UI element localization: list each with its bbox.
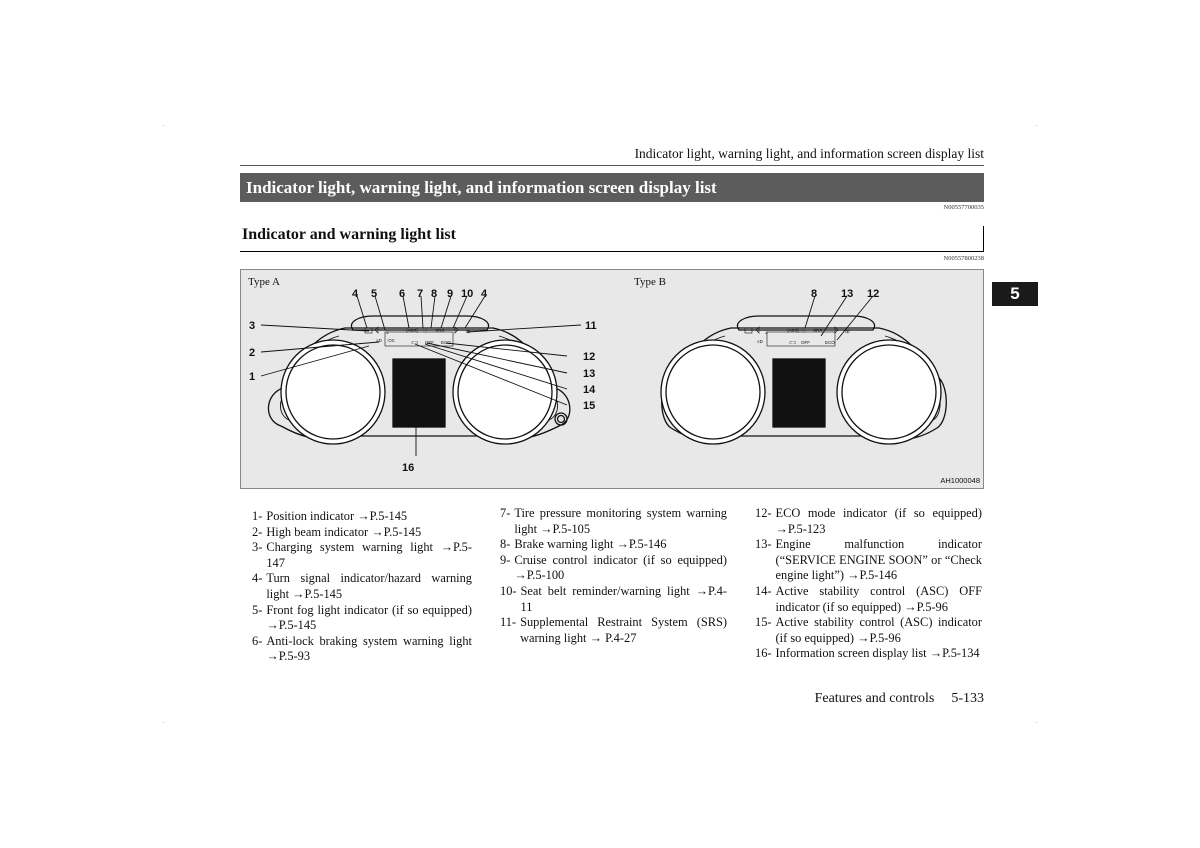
legend-item: 9-Cruise control indicator (if so equipp… <box>500 552 727 583</box>
callout-15: 15 <box>583 400 595 412</box>
tpms-icon: ⓘ <box>801 327 806 334</box>
legend-item: 1-Position indicator →P.5-145 <box>252 509 408 523</box>
engine-check-icon: ⊂⊃ <box>789 340 797 345</box>
turn-left-icon <box>374 326 379 334</box>
type-a-cluster <box>267 315 571 445</box>
callout-3: 3 <box>249 320 255 332</box>
type-b-label: Type B <box>634 276 666 288</box>
callout-9: 9 <box>447 288 453 300</box>
srs-icon: SRS <box>813 328 822 333</box>
srs-icon: SRS <box>435 328 444 333</box>
legend-item: 14-Active stability control (ASC) OFF in… <box>755 583 982 614</box>
legend-item: 2-High beam indicator →P.5-145 <box>252 524 422 539</box>
callout-2: 2 <box>249 347 255 359</box>
callout-7: 7 <box>417 288 423 300</box>
legend-item: 15-Active stability control (ASC) indica… <box>755 615 982 645</box>
running-header: Indicator light, warning light, and info… <box>634 146 984 161</box>
callout-13: 13 <box>841 288 853 300</box>
page-footer: Features and controls 5-133 <box>815 691 984 707</box>
callout-1: 1 <box>249 371 255 383</box>
page-number: 5-133 <box>951 691 984 706</box>
turn-right-icon <box>834 326 839 334</box>
type-a-callouts: 4 5 6 7 8 9 10 4 3 2 1 11 12 13 14 15 16 <box>249 288 597 474</box>
callout-8: 8 <box>811 288 817 300</box>
section-title: Indicator light, warning light, and info… <box>240 173 984 202</box>
turn-right-icon <box>454 326 459 334</box>
legend-item: 8-Brake warning light →P.5-146 <box>500 537 667 552</box>
chapter-tab: 5 <box>992 282 1038 306</box>
eco-icon: ECO <box>441 340 451 345</box>
callout-6: 6 <box>399 288 405 300</box>
callout-10: 10 <box>461 288 473 300</box>
fog-light-icon: ꗸ <box>386 329 389 334</box>
legend-item: 10-Seat belt reminder/warning light →P.4… <box>500 583 727 614</box>
high-beam-icon: ≡D <box>757 339 764 344</box>
footer-section-name: Features and controls <box>814 691 935 706</box>
fog-light-icon: ꗸ <box>765 329 768 334</box>
legend-item: 6-Anti-lock braking system warning light… <box>252 633 472 664</box>
callout-4b: 4 <box>481 288 488 300</box>
legend-column-3: 12-ECO mode indicator (if so equipped) →… <box>755 506 982 662</box>
callout-11: 11 <box>585 320 597 332</box>
legend-item: 4-Turn signal indicator/hazard warning l… <box>252 571 472 601</box>
subsection-title: Indicator and warning light list <box>240 226 984 252</box>
eco-icon: ECO <box>825 340 835 345</box>
position-icon: :OC <box>387 338 396 343</box>
callout-12: 12 <box>583 351 595 363</box>
legend-item: 11-Supplemental Restraint System (SRS) w… <box>500 615 727 645</box>
asc-off-icon: OFF <box>801 340 810 345</box>
callout-4: 4 <box>352 288 359 300</box>
type-b-indicators: ꗸ (ABS) ⓘ SRS ꝏ ≡D ⊂⊃ OFF ECO <box>744 326 850 345</box>
legend-item: 12-ECO mode indicator (if so equipped) →… <box>755 506 982 536</box>
battery-icon <box>744 327 753 334</box>
legend-column-2: 7-Tire pressure monitoring system warnin… <box>500 506 727 646</box>
tpms-icon: ⓘ <box>423 327 428 334</box>
type-a-leader-lines <box>260 295 582 456</box>
high-beam-icon: ≡D <box>376 338 383 343</box>
seatbelt-icon: ꝏ <box>845 329 850 334</box>
type-b-leader-lines <box>804 295 874 341</box>
subsection-code: N00557800238 <box>943 255 984 262</box>
abs-icon: (ABS) <box>787 328 800 333</box>
turn-left-icon <box>755 326 760 334</box>
type-b-cluster <box>660 315 947 445</box>
asc-off-icon: OFF <box>425 340 434 345</box>
callout-5: 5 <box>371 288 377 300</box>
callout-13: 13 <box>583 368 595 380</box>
abs-icon: (ABS) <box>406 328 419 333</box>
cluster-diagram: ꗸ (ABS) ⓘ SRS ꝏ ≡D :OC ⊂⊃ OFF ECO <box>249 288 947 474</box>
header-rule <box>240 165 984 166</box>
figure-code: AH1000048 <box>940 476 980 485</box>
crop-mark <box>163 722 164 723</box>
crop-mark <box>1036 722 1037 723</box>
type-a-label: Type A <box>248 276 280 288</box>
crop-mark <box>163 125 164 126</box>
type-b-callouts: 8 13 12 <box>811 288 879 300</box>
legend-item: 7-Tire pressure monitoring system warnin… <box>500 506 727 536</box>
callout-8: 8 <box>431 288 437 300</box>
legend-column-1: 1-Position indicator →P.5-145 2-High bea… <box>252 509 472 665</box>
legend-item: 5-Front fog light indicator (if so equip… <box>252 602 472 633</box>
callout-12: 12 <box>867 288 879 300</box>
section-code: N00557700035 <box>943 204 984 211</box>
instrument-cluster-figure: Type A Type B AH1000048 ꗸ (ABS) ⓘ SRS <box>240 269 984 489</box>
crop-mark <box>1036 125 1037 126</box>
engine-check-icon: ⊂⊃ <box>411 340 419 345</box>
legend-item: 13-Engine malfunction indicator (“SERVIC… <box>755 537 982 583</box>
callout-16: 16 <box>402 462 414 474</box>
legend-item: 16-Information screen display list →P.5-… <box>755 646 980 661</box>
legend-item: 3-Charging system warning light →P.5-147 <box>252 540 472 570</box>
callout-14: 14 <box>583 384 596 396</box>
